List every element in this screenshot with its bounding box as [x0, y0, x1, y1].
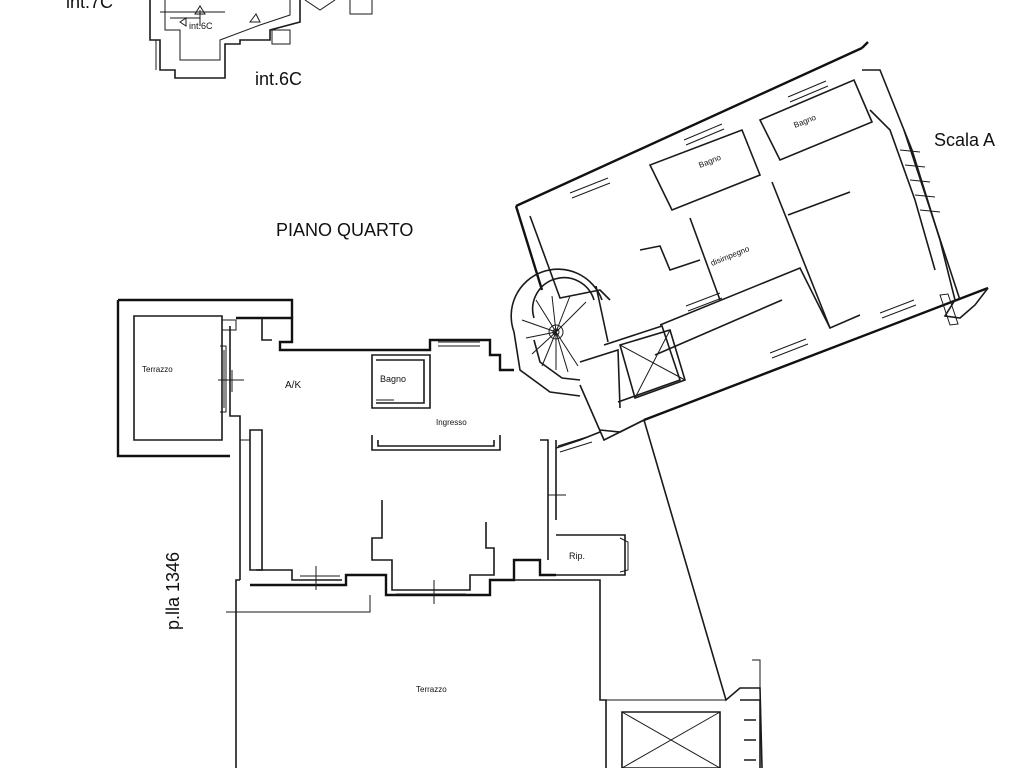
label-scala-a: Scala A	[934, 130, 995, 150]
label-ingresso: Ingresso	[436, 418, 467, 427]
label-particella: p.lla 1346	[163, 552, 183, 630]
label-terrazzo-bottom: Terrazzo	[416, 685, 447, 694]
label-bagno-upper-2: Bagno	[792, 113, 817, 130]
label-terrazzo-left: Terrazzo	[142, 365, 173, 374]
label-bagno-upper-1: Bagno	[697, 153, 722, 170]
label-bagno-main: Bagno	[380, 374, 406, 384]
label-int-7c: int.7C	[66, 0, 113, 12]
upper-unit-fragment: int.7C int.6C int.6C	[66, 0, 373, 89]
label-ak: A/K	[285, 380, 301, 391]
tick-marks	[218, 370, 566, 604]
left-terrace	[116, 298, 294, 458]
label-int-6c-small: int.6C	[189, 21, 213, 31]
label-rip: Rip.	[569, 551, 585, 561]
label-disimpegno: disimpegno	[709, 244, 751, 268]
right-wing	[510, 41, 989, 442]
label-int-6c: int.6C	[255, 69, 302, 89]
label-piano-quarto: PIANO QUARTO	[276, 220, 413, 240]
main-apartment	[222, 316, 763, 768]
